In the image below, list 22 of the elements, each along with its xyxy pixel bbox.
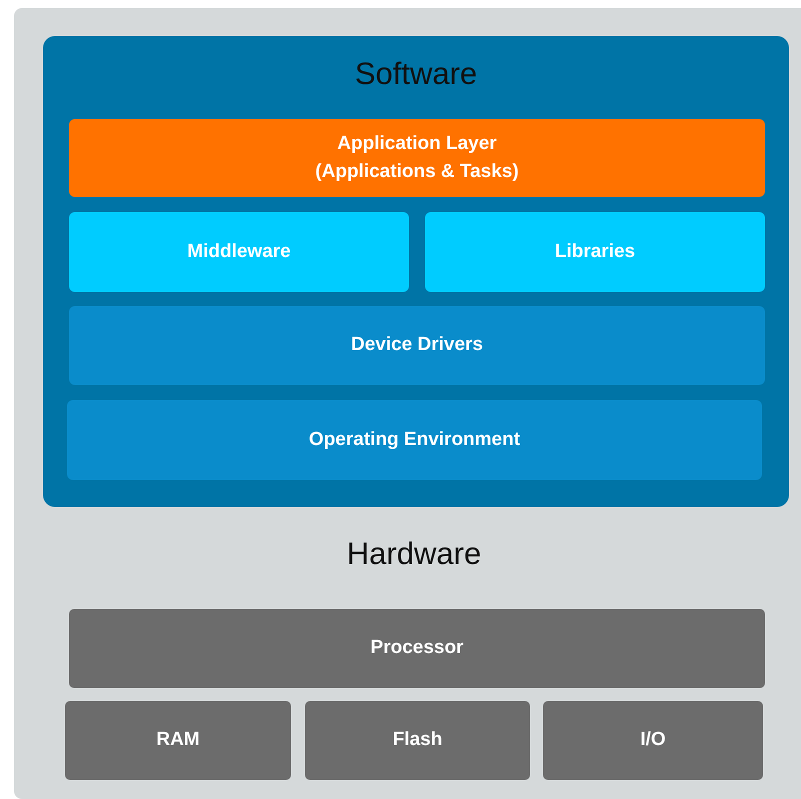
layer-label: RAM	[156, 728, 200, 752]
section-heading: Software	[354, 56, 478, 92]
layer-label: Processor	[370, 636, 464, 660]
layer-label: Application Layer (Applications & Tasks)	[314, 132, 520, 184]
software-panel	[43, 36, 789, 507]
layer-label: Flash	[392, 728, 442, 752]
layer-block	[425, 212, 765, 292]
layer-block	[65, 701, 291, 780]
layer-block	[69, 306, 765, 385]
layer-label: Libraries	[554, 240, 636, 264]
layer-block	[67, 400, 762, 480]
layer-label: Operating Environment	[308, 428, 520, 452]
layer-label: I/O	[640, 728, 666, 752]
layer-label: Middleware	[187, 240, 291, 264]
hardware-panel	[14, 8, 801, 799]
section-heading: Hardware	[346, 536, 482, 572]
layer-block	[69, 609, 765, 688]
layer-block	[69, 119, 765, 197]
layer-block	[305, 701, 530, 780]
layer-block	[69, 212, 409, 292]
layer-block	[543, 701, 763, 780]
layer-label: Device Drivers	[350, 333, 484, 358]
